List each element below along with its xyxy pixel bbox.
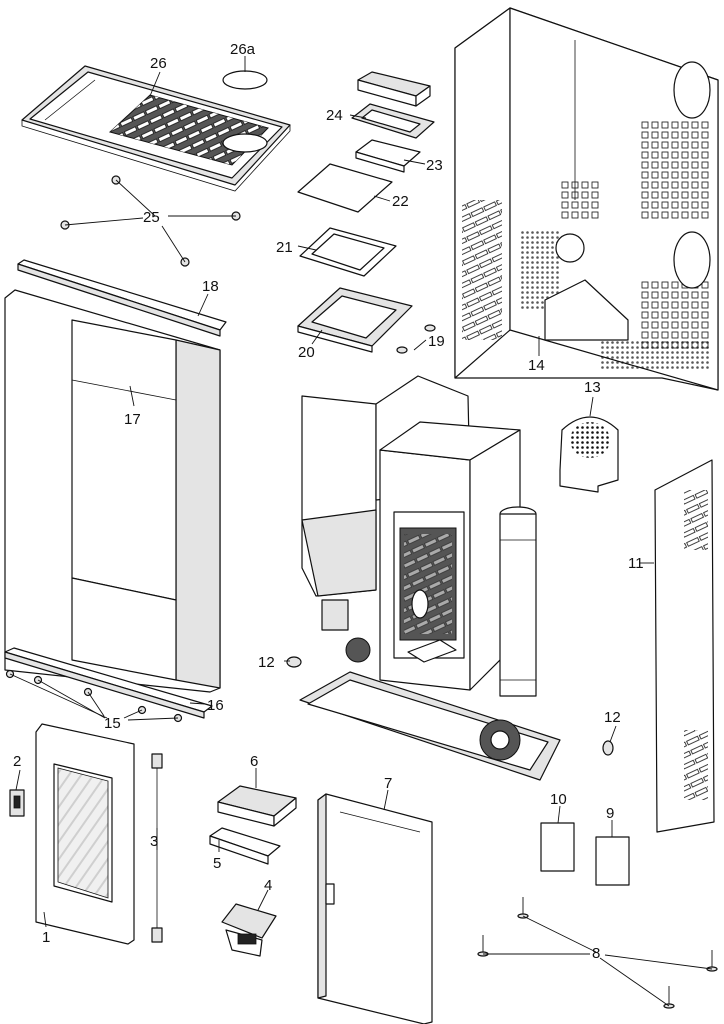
part-14-back-panel bbox=[454, 7, 719, 391]
label-18: 18 bbox=[202, 278, 219, 295]
label-7: 7 bbox=[384, 775, 392, 792]
part-18-top-bar bbox=[17, 259, 227, 337]
label-12a: 12 bbox=[258, 654, 275, 671]
part-19-washers bbox=[396, 324, 436, 354]
label-22: 22 bbox=[392, 193, 409, 210]
part-23-bracket bbox=[355, 139, 421, 173]
label-15: 15 bbox=[104, 715, 121, 732]
part-26-top-grate bbox=[21, 65, 291, 192]
label-6: 6 bbox=[250, 753, 258, 770]
part-16-bottom-bar bbox=[4, 647, 213, 719]
label-5: 5 bbox=[213, 855, 221, 872]
label-25: 25 bbox=[143, 209, 160, 226]
label-13: 13 bbox=[584, 379, 601, 396]
leader-lines bbox=[9, 56, 713, 1007]
part-5-bracket bbox=[209, 827, 281, 865]
part-2-handle bbox=[9, 789, 25, 817]
part-17-front-frame bbox=[4, 289, 221, 693]
part-10-plate bbox=[540, 822, 575, 872]
part-13-fan-cover bbox=[559, 416, 619, 493]
label-1: 1 bbox=[42, 929, 50, 946]
label-10: 10 bbox=[550, 791, 567, 808]
part-20-frame bbox=[297, 287, 413, 353]
part-4-brazier bbox=[221, 903, 277, 957]
label-2: 2 bbox=[13, 753, 21, 770]
label-4: 4 bbox=[264, 877, 272, 894]
label-3: 3 bbox=[150, 833, 158, 850]
label-17: 17 bbox=[124, 411, 141, 428]
part-12-connectors bbox=[286, 656, 614, 756]
label-23: 23 bbox=[426, 157, 443, 174]
label-26a: 26a bbox=[230, 41, 256, 58]
part-26a-disc bbox=[222, 70, 268, 90]
label-9: 9 bbox=[606, 805, 614, 822]
label-8: 8 bbox=[592, 945, 600, 962]
label-21: 21 bbox=[276, 239, 293, 256]
part-1-door bbox=[35, 723, 135, 945]
part-7-panel bbox=[317, 793, 433, 1024]
label-24: 24 bbox=[326, 107, 343, 124]
label-26: 26 bbox=[150, 55, 167, 72]
label-11: 11 bbox=[628, 555, 644, 572]
part-9-plate bbox=[595, 836, 630, 886]
label-20: 20 bbox=[298, 344, 315, 361]
label-16: 16 bbox=[207, 697, 224, 714]
part-6-box bbox=[217, 785, 297, 827]
part-21-gasket bbox=[299, 227, 397, 277]
stove-body bbox=[299, 375, 561, 781]
part-24-display bbox=[351, 71, 435, 139]
label-12b: 12 bbox=[604, 709, 621, 726]
label-14: 14 bbox=[528, 357, 545, 374]
label-19: 19 bbox=[428, 333, 445, 350]
part-22-plate bbox=[297, 163, 393, 213]
part-labels: 1 2 3 4 5 6 7 8 9 10 11 12 12 13 14 15 1… bbox=[13, 41, 644, 962]
part-3-hinge bbox=[151, 753, 163, 943]
part-11-side-panel bbox=[654, 459, 715, 833]
